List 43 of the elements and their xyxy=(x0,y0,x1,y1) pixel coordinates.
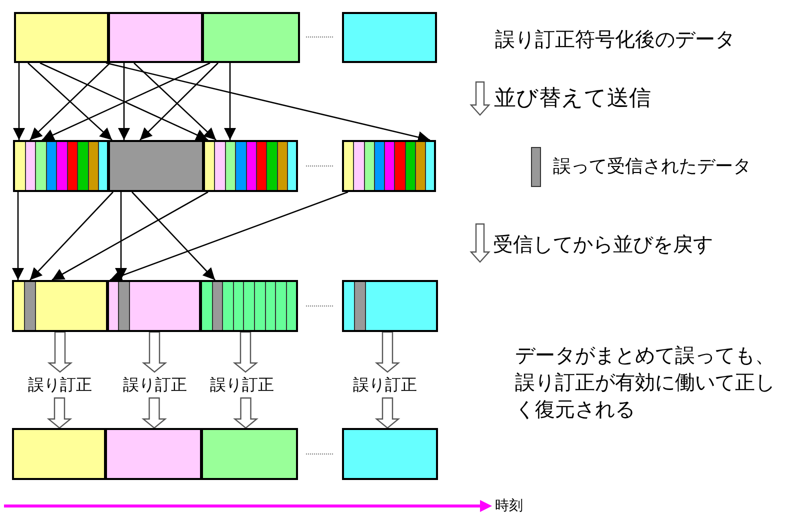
hollow-arrow xyxy=(142,397,167,429)
arrow xyxy=(13,63,25,140)
arrow xyxy=(118,63,130,140)
data-block xyxy=(201,428,298,480)
process-label: 誤り訂正 xyxy=(200,372,284,398)
note-text: データがまとめて誤っても、誤り訂正が有効に働いて正しく復元される xyxy=(515,342,776,423)
arrow xyxy=(30,192,114,280)
arrow xyxy=(224,63,236,140)
data-block xyxy=(108,12,203,63)
arrow xyxy=(110,191,348,282)
arrow xyxy=(12,192,24,280)
interleaved-block xyxy=(107,280,201,332)
interleaved-block xyxy=(342,280,438,332)
axis-label: 時刻 xyxy=(495,497,523,516)
arrow xyxy=(115,192,127,280)
interleaved-block xyxy=(203,140,298,192)
arrow xyxy=(52,191,208,281)
data-block xyxy=(105,428,202,480)
legend-text: 誤って受信されたデータ xyxy=(553,155,751,178)
hollow-arrow xyxy=(232,331,258,373)
interleaved-block xyxy=(200,280,298,332)
step-text: 受信してから並びを戻す xyxy=(493,231,713,258)
interleaved-block xyxy=(342,140,436,192)
hollow-arrow xyxy=(233,397,258,429)
data-block xyxy=(108,140,204,192)
interleaved-block xyxy=(12,280,108,332)
hollow-arrow xyxy=(374,397,400,429)
data-block xyxy=(342,428,438,480)
interleaved-block xyxy=(13,140,109,192)
data-block xyxy=(342,12,437,63)
arrow xyxy=(132,192,216,280)
caption-text: 誤り訂正符号化後のデータ xyxy=(495,26,735,53)
process-label: 誤り訂正 xyxy=(113,372,197,398)
data-block xyxy=(202,12,300,63)
data-block xyxy=(12,428,106,480)
data-block xyxy=(14,12,109,63)
hollow-arrow xyxy=(46,397,72,429)
hollow-arrow xyxy=(142,331,168,373)
hollow-arrow xyxy=(374,331,400,373)
hollow-arrow xyxy=(47,331,73,373)
process-label: 誤り訂正 xyxy=(18,372,102,398)
step-text: 並び替えて送信 xyxy=(494,85,651,113)
process-label: 誤り訂正 xyxy=(343,372,427,398)
